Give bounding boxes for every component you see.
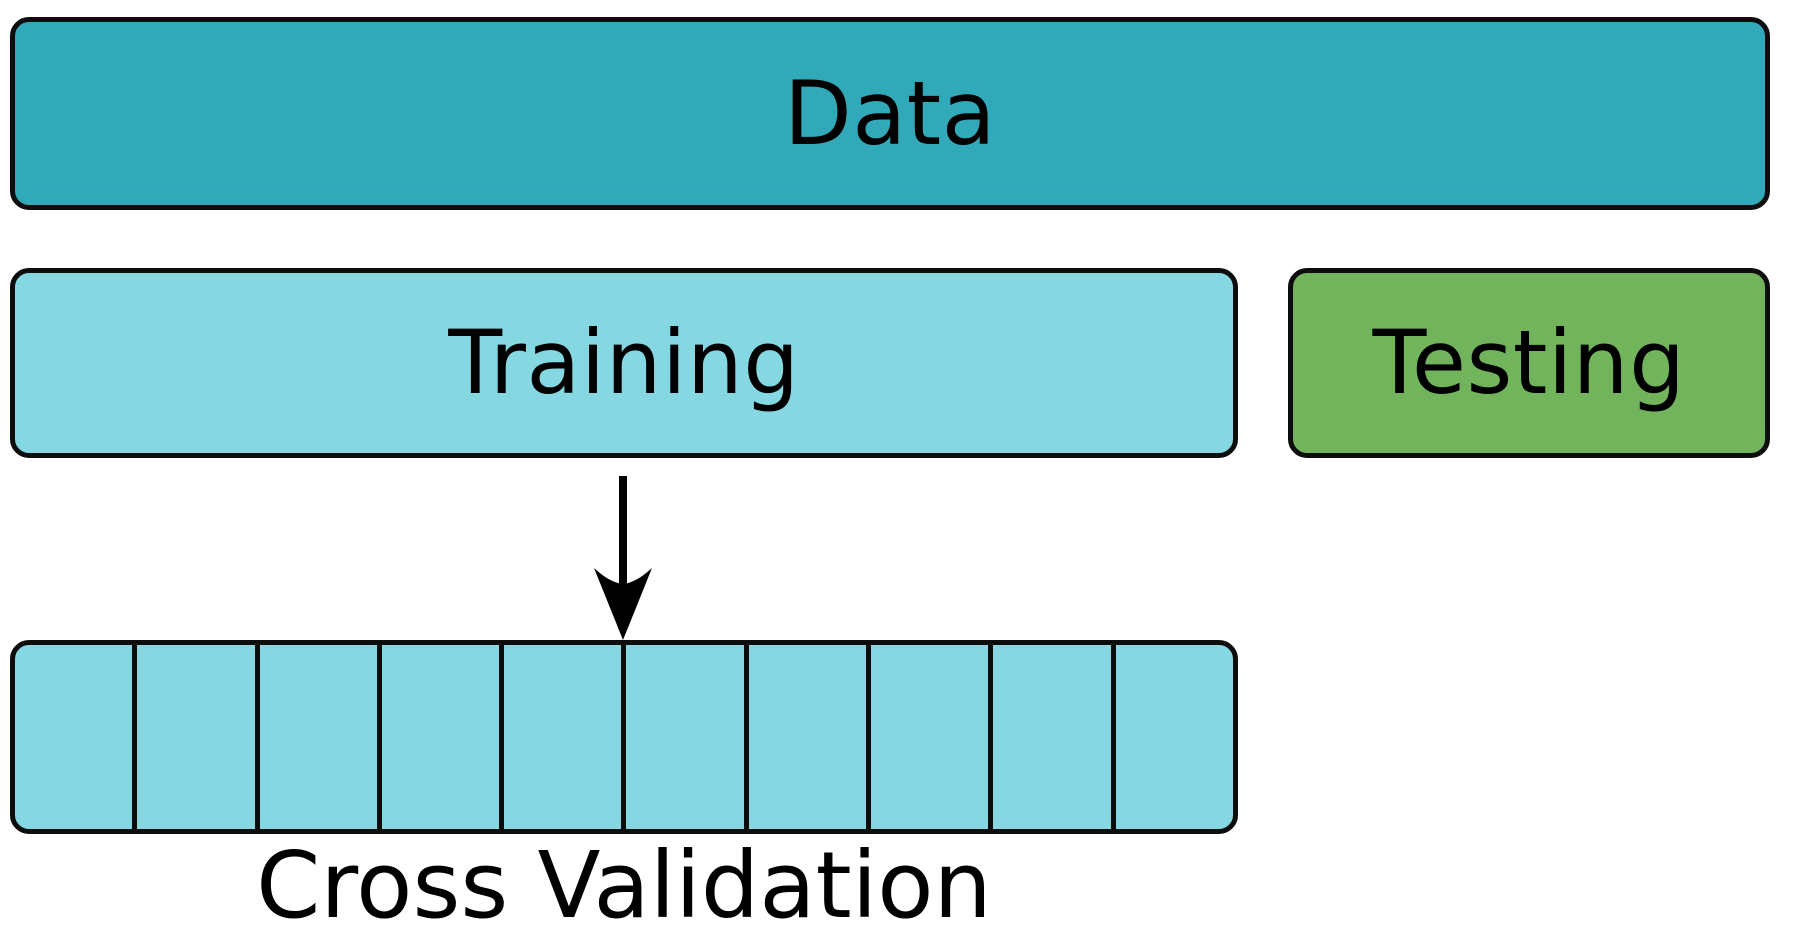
training-block-label: Training	[448, 311, 800, 414]
cv-fold-cell	[749, 645, 872, 829]
cv-fold-cell	[626, 645, 749, 829]
training-to-cv-arrow-icon	[594, 476, 652, 640]
training-block: Training	[10, 268, 1238, 458]
data-block: Data	[10, 17, 1770, 210]
cv-fold-cell	[137, 645, 260, 829]
cv-fold-cell	[15, 645, 138, 829]
cv-fold-cell	[993, 645, 1116, 829]
cv-fold-cell	[1116, 645, 1233, 829]
cv-fold-cell	[260, 645, 382, 829]
cross-validation-folds-block	[10, 640, 1238, 834]
testing-block: Testing	[1288, 268, 1770, 458]
testing-block-label: Testing	[1372, 311, 1686, 414]
cv-fold-cell	[871, 645, 994, 829]
cross-validation-caption: Cross Validation	[256, 832, 992, 939]
cv-fold-cell	[504, 645, 627, 829]
data-block-label: Data	[783, 61, 997, 165]
cv-fold-cell	[382, 645, 505, 829]
